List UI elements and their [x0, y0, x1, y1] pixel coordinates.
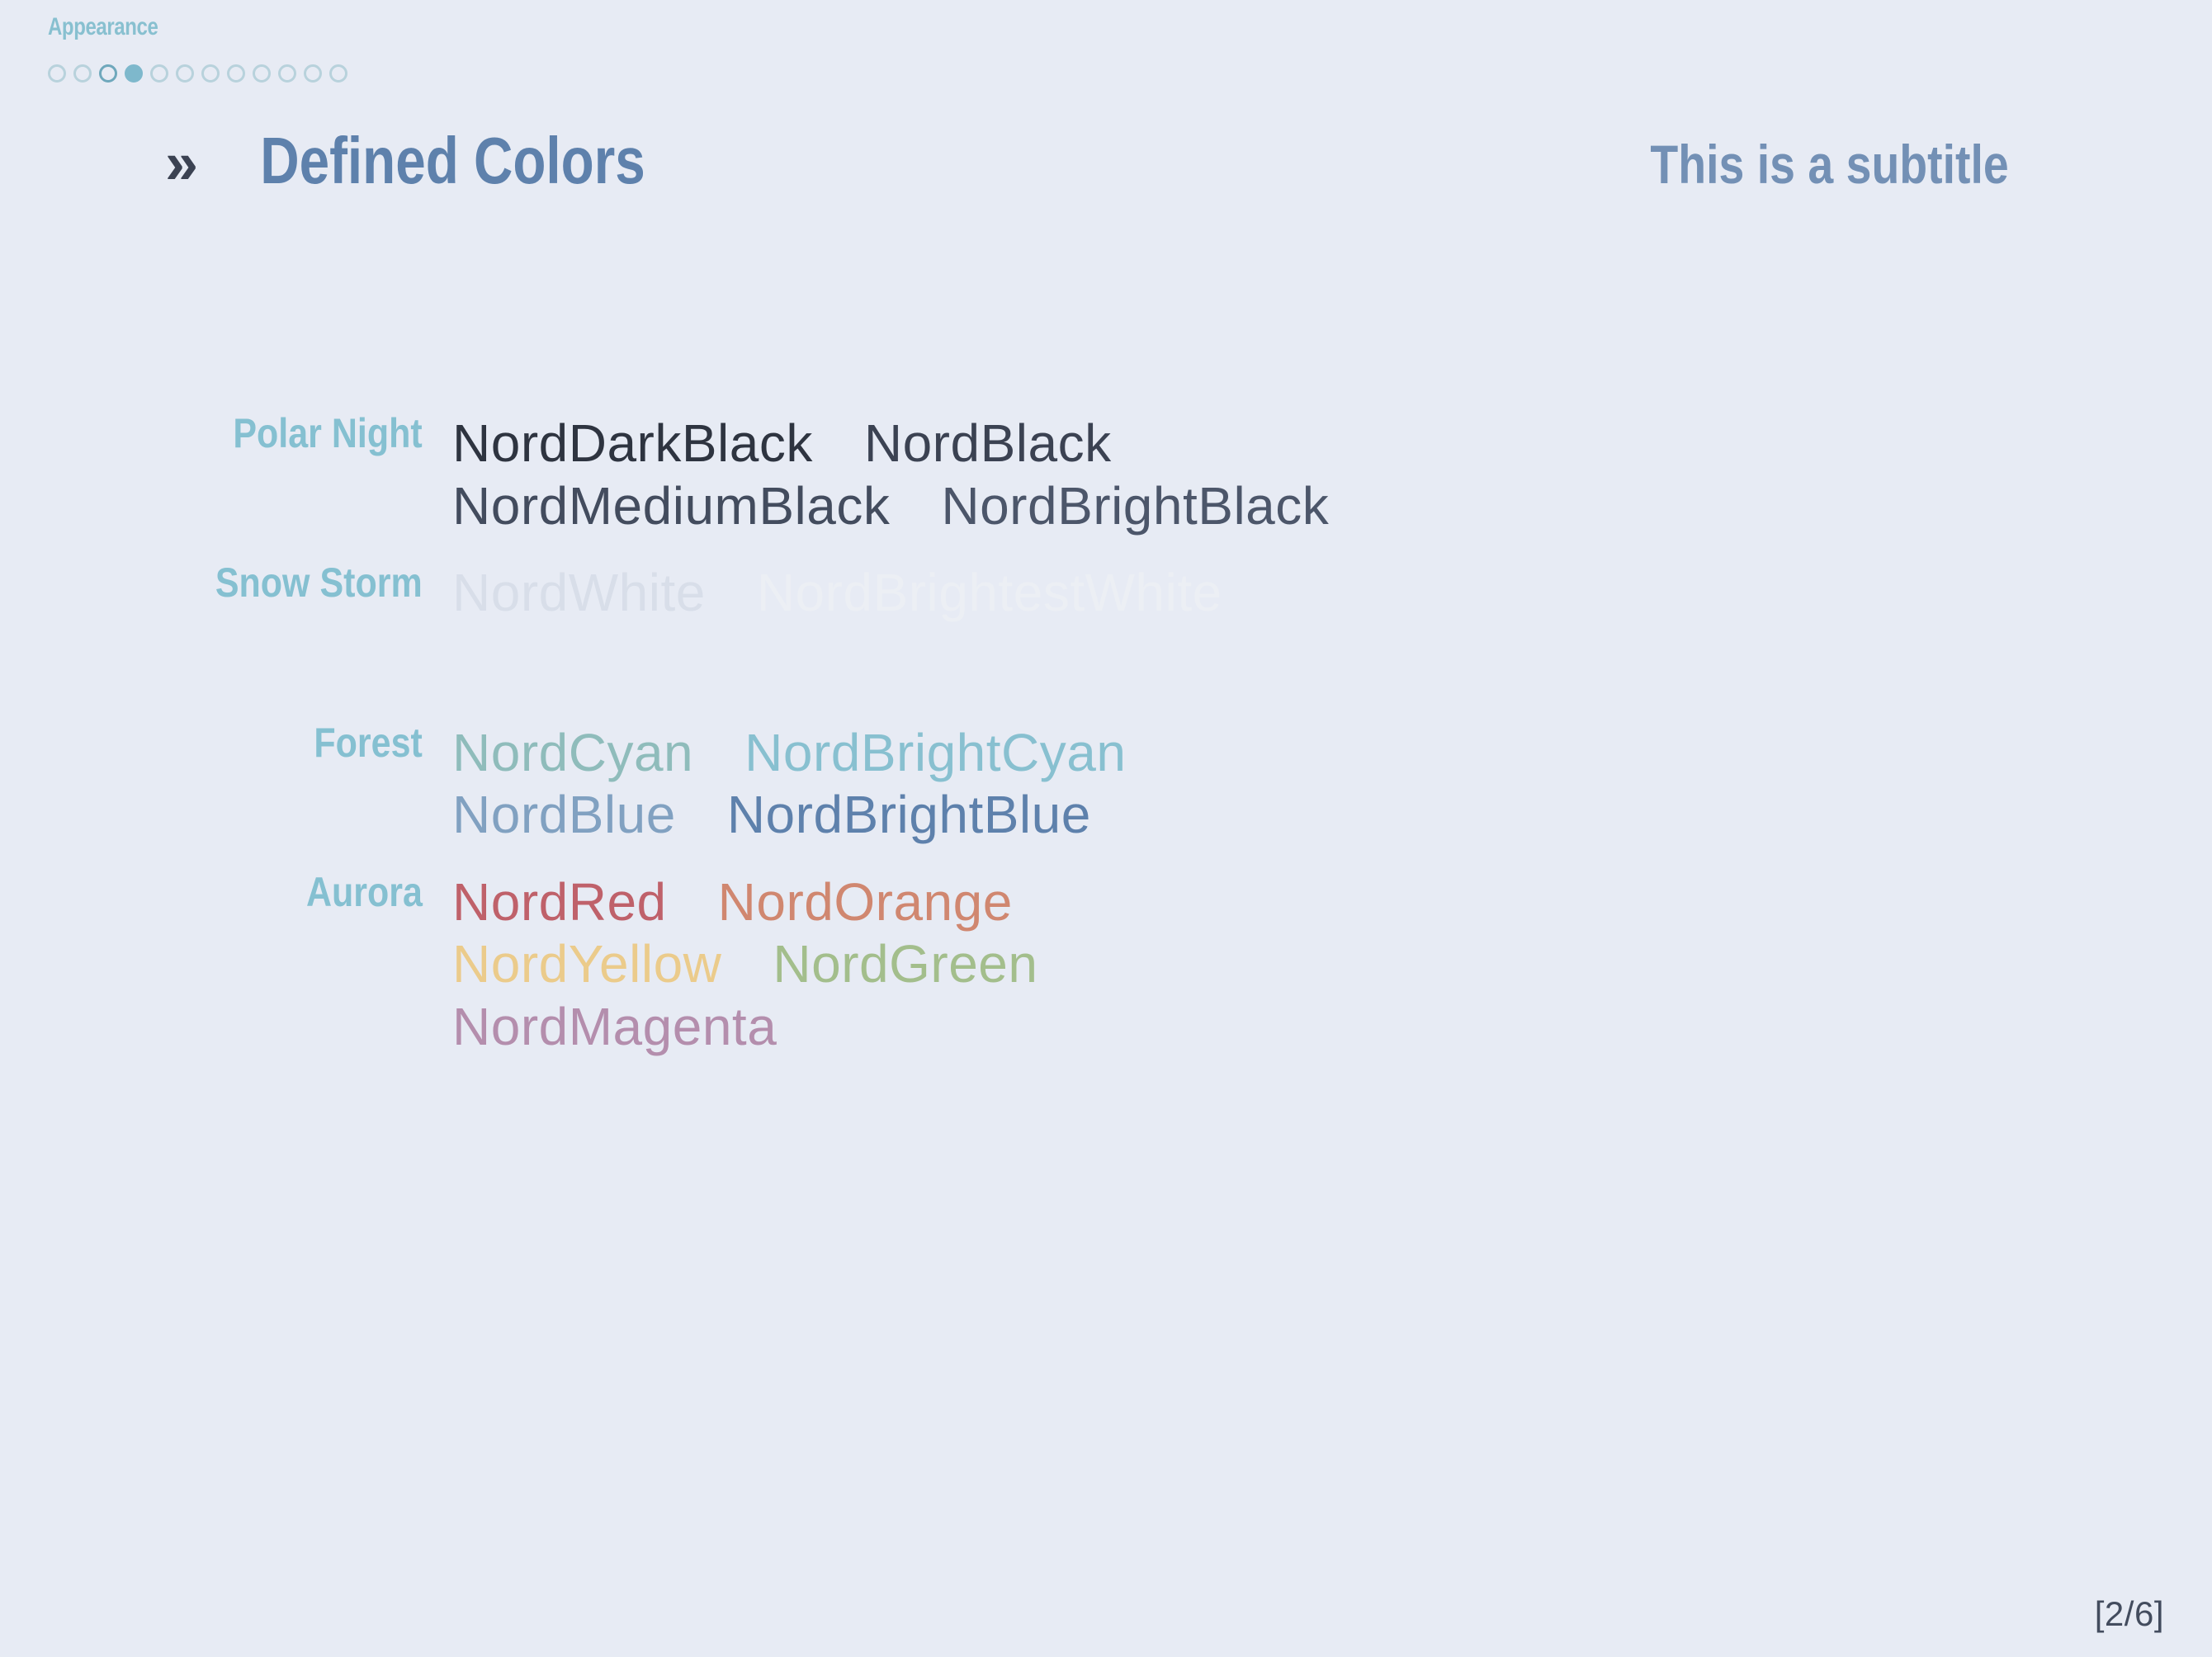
color-swatch-name: NordOrange	[717, 871, 1013, 932]
color-swatch-name: NordBrightBlue	[726, 785, 1091, 845]
palette-group-label: Forest	[314, 719, 423, 766]
palette-line: NordBlue NordBrightBlue	[452, 784, 2212, 847]
color-swatch-name: NordWhite	[452, 563, 706, 623]
progress-dot-1[interactable]	[48, 64, 66, 83]
palette-group: Snow Storm NordWhite NordBrightestWhite	[0, 562, 2212, 625]
palette-line: NordMagenta	[452, 996, 2212, 1059]
page-subtitle: This is a subtitle	[1650, 134, 2009, 195]
progress-dot-12[interactable]	[329, 64, 347, 83]
palette-group-label: Polar Night	[233, 410, 423, 456]
color-swatch-name: NordYellow	[452, 934, 722, 994]
palette-group-label: Snow Storm	[215, 559, 423, 607]
color-swatch-name: NordBlack	[863, 413, 1112, 473]
progress-dot-5[interactable]	[150, 64, 168, 83]
palette-line: NordWhite NordBrightestWhite	[452, 562, 2212, 625]
progress-dot-4[interactable]	[125, 64, 143, 83]
palette-group-items: NordWhite NordBrightestWhite	[423, 562, 2212, 625]
color-swatch-name: NordBrightestWhite	[756, 563, 1222, 623]
palette-group-label-cell: Polar Night	[0, 413, 423, 454]
color-swatch-name: NordBrightBlack	[941, 475, 1330, 536]
palette-line: NordMediumBlack NordBrightBlack	[452, 475, 2212, 538]
palette-line: NordRed NordOrange	[452, 871, 2212, 934]
page-indicator: [2/6]	[2094, 1594, 2164, 1633]
section-name: Appearance	[48, 13, 158, 40]
color-swatch-name: NordGreen	[773, 934, 1038, 994]
color-swatch-name: NordDarkBlack	[452, 413, 813, 473]
color-swatch-name: NordBlue	[452, 785, 676, 845]
progress-dot-7[interactable]	[201, 64, 220, 83]
palette-line: NordCyan NordBrightCyan	[452, 722, 2212, 785]
palette-group-label: Aurora	[306, 868, 423, 915]
color-swatch-name: NordMediumBlack	[452, 475, 891, 536]
palette-line: NordDarkBlack NordBlack	[452, 413, 2212, 475]
palette-line: NordYellow NordGreen	[452, 933, 2212, 996]
section-header: Appearance	[48, 15, 186, 40]
progress-dot-8[interactable]	[227, 64, 245, 83]
progress-dot-2[interactable]	[73, 64, 92, 83]
palette-spacer	[0, 625, 2212, 722]
title-row: » Defined Colors This is a subtitle	[165, 128, 2043, 194]
chevron-right-double-icon: »	[165, 130, 199, 196]
palette-group-label-cell: Forest	[0, 722, 423, 763]
progress-dot-9[interactable]	[253, 64, 271, 83]
color-swatch-name: NordRed	[452, 871, 667, 932]
color-swatch-name: NordBrightCyan	[744, 722, 1127, 782]
slide-progress-dots[interactable]	[48, 64, 347, 83]
progress-dot-6[interactable]	[176, 64, 194, 83]
palette-spacer	[0, 537, 2212, 562]
palette-group-label-cell: Aurora	[0, 871, 423, 913]
progress-dot-3[interactable]	[99, 64, 117, 83]
palette-group-label-cell: Snow Storm	[0, 562, 423, 603]
color-swatch-name: NordMagenta	[452, 996, 778, 1056]
color-swatch-name: NordCyan	[452, 722, 694, 782]
progress-dot-10[interactable]	[278, 64, 296, 83]
progress-dot-11[interactable]	[304, 64, 322, 83]
palette-spacer	[0, 847, 2212, 871]
page-title: Defined Colors	[260, 124, 645, 197]
title-left-group: » Defined Colors	[165, 128, 688, 194]
